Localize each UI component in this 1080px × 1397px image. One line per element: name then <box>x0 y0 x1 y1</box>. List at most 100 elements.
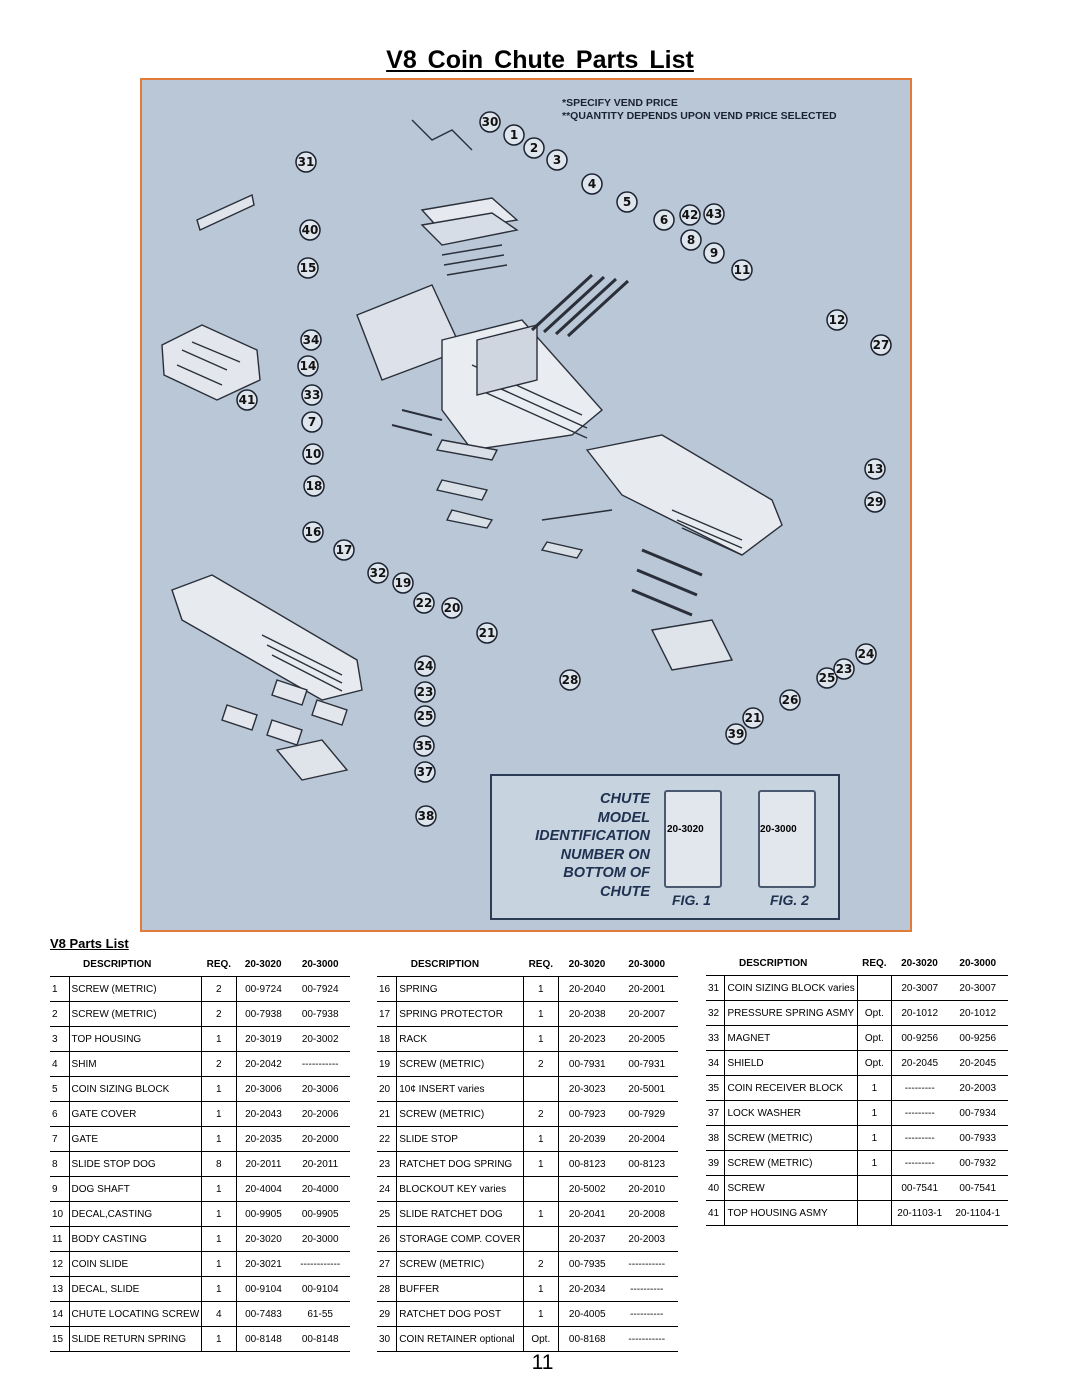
part-no-20-3020: 20-2034 <box>558 1276 616 1302</box>
part-no-20-3000: 20-2000 <box>290 1126 350 1152</box>
column-header: DESCRIPTION <box>396 952 524 977</box>
column-header: 20-3000 <box>290 952 350 977</box>
quantity-required: 1 <box>201 1126 237 1152</box>
quantity-required <box>522 1076 560 1102</box>
column-header: REQ. <box>857 951 892 976</box>
part-number: 22 <box>377 1126 398 1152</box>
part-no-20-3020: 20-2038 <box>558 1001 616 1027</box>
callout-number: 5 <box>623 195 631 209</box>
callout-number: 30 <box>482 115 499 129</box>
part-description: COIN SIZING BLOCK varies <box>724 975 858 1001</box>
note-quantity-depends: **QUANTITY DEPENDS UPON VEND PRICE SELEC… <box>562 110 837 122</box>
quantity-required <box>522 1226 560 1252</box>
callout-number: 10 <box>305 447 322 461</box>
part-number: 2 <box>50 1001 70 1027</box>
quantity-required: 1 <box>522 1301 560 1327</box>
part-number: 8 <box>50 1151 70 1177</box>
callout-circle <box>414 681 436 703</box>
callout-number: 23 <box>836 662 853 676</box>
column-header <box>377 952 397 977</box>
callout-number: 14 <box>300 359 317 373</box>
callout-number: 20 <box>444 601 461 615</box>
callout-number: 37 <box>417 765 434 779</box>
page-title: V8 Coin Chute Parts List <box>386 46 694 74</box>
part-no-20-3020: 20-2043 <box>236 1101 291 1127</box>
callout-circle <box>503 124 525 146</box>
column-header: 20-3020 <box>236 952 291 977</box>
part-no-20-3020: 20-3021 <box>236 1251 291 1277</box>
part-description: SCREW (METRIC) <box>724 1125 858 1151</box>
callout-circle <box>725 723 747 745</box>
part-description: SCREW (METRIC) <box>69 976 202 1002</box>
part-no-20-3020: 00-7938 <box>236 1001 291 1027</box>
part-description: RACK <box>396 1026 524 1052</box>
part-no-20-3000: 20-3002 <box>290 1026 350 1052</box>
part-no-20-3000: 20-2003 <box>947 1075 1008 1101</box>
part-number: 39 <box>706 1150 726 1176</box>
quantity-required: 1 <box>856 1100 892 1126</box>
column-header: 20-3000 <box>615 952 678 977</box>
callout-number: 22 <box>416 596 433 610</box>
part-description: STORAGE COMP. COVER <box>396 1226 524 1252</box>
quantity-required: 1 <box>856 1125 892 1151</box>
part-description: COIN RETAINER optional <box>396 1326 524 1352</box>
part-no-20-3000: 20-2003 <box>615 1226 678 1252</box>
part-number: 37 <box>706 1100 726 1126</box>
callout-number: 17 <box>336 543 353 557</box>
part-number: 27 <box>377 1251 398 1277</box>
part-number: 6 <box>50 1101 70 1127</box>
part-description: SCREW <box>724 1175 858 1201</box>
part-description: PRESSURE SPRING ASMY <box>724 1000 858 1026</box>
part-description: COIN RECEIVER BLOCK <box>724 1075 858 1101</box>
callout-circle <box>864 491 886 513</box>
part-no-20-3020: 20-2045 <box>891 1050 948 1076</box>
part-number: 30 <box>377 1326 398 1352</box>
part-number: 14 <box>50 1301 70 1327</box>
callout-number: 25 <box>819 671 836 685</box>
part-drawings <box>161 119 783 781</box>
quantity-required <box>522 1176 560 1202</box>
part-description: GATE COVER <box>69 1101 202 1127</box>
part-number: 15 <box>50 1326 70 1352</box>
exploded-parts-diagram: *SPECIFY VEND PRICE **QUANTITY DEPENDS U… <box>140 78 912 932</box>
part-no-20-3000: 20-3007 <box>947 975 1008 1001</box>
callout-number: 28 <box>562 673 579 687</box>
part-number: 5 <box>50 1076 70 1102</box>
quantity-required: 1 <box>201 1076 237 1102</box>
callout-number: 32 <box>370 566 387 580</box>
part-description: SCREW (METRIC) <box>396 1251 524 1277</box>
part-no-20-3000: 20-2005 <box>615 1026 678 1052</box>
callout-circle <box>413 735 435 757</box>
part-no-20-3020: 20-3023 <box>558 1076 616 1102</box>
callout-number: 29 <box>867 495 884 509</box>
quantity-required: 1 <box>201 1176 237 1202</box>
callout-number: 9 <box>710 246 718 260</box>
part-no-20-3000: 00-9104 <box>290 1276 350 1302</box>
part-number: 17 <box>377 1001 398 1027</box>
callout-circle <box>302 443 324 465</box>
model-identification-legend: CHUTE MODEL IDENTIFICATION NUMBER ON BOT… <box>490 774 840 920</box>
callout-circle <box>414 655 436 677</box>
part-description: DOG SHAFT <box>69 1176 202 1202</box>
callout-circle <box>680 229 702 251</box>
quantity-required: 1 <box>522 1001 560 1027</box>
callout-number: 13 <box>867 462 884 476</box>
part-no-20-3000: 20-2010 <box>615 1176 678 1202</box>
callout-number: 43 <box>706 207 723 221</box>
callout-number: 1 <box>510 128 518 142</box>
callout-number: 18 <box>306 479 323 493</box>
callout-circle <box>299 219 321 241</box>
fig1-model-number: 20-3020 <box>667 824 704 835</box>
